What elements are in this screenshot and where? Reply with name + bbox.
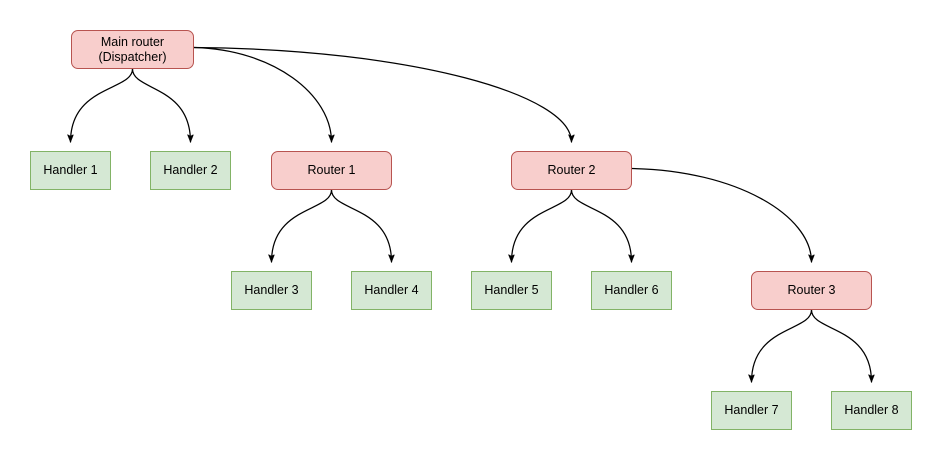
node-handler3[interactable]: Handler 3 [231,271,312,310]
node-handler4[interactable]: Handler 4 [351,271,432,310]
node-label-handler3: Handler 3 [244,283,299,297]
edge-router2-to-handler6 [570,189,632,263]
edge-main-to-router1 [193,46,332,143]
node-router2[interactable]: Router 2 [511,151,632,190]
edge-main-to-router2 [193,46,572,143]
node-handler2[interactable]: Handler 2 [150,151,231,190]
edge-router1-to-handler3 [272,189,333,263]
edge-router2-to-router3 [631,167,812,263]
node-handler5[interactable]: Handler 5 [471,271,552,310]
node-main[interactable]: Main router (Dispatcher) [71,30,194,69]
node-label-handler1: Handler 1 [43,163,98,177]
edge-group [71,46,872,383]
edge-router1-to-handler4 [330,189,392,263]
node-handler8[interactable]: Handler 8 [831,391,912,430]
edge-router3-to-handler7 [752,309,813,383]
node-label-handler2: Handler 2 [163,163,218,177]
node-label-main: Main router (Dispatcher) [98,34,167,64]
node-label-handler6: Handler 6 [604,283,659,297]
node-label-router1: Router 1 [307,163,356,177]
edge-router3-to-handler8 [810,309,872,383]
edge-main-to-handler2 [131,68,191,143]
edge-main-to-handler1 [71,68,134,143]
node-label-handler7: Handler 7 [724,403,779,417]
node-router1[interactable]: Router 1 [271,151,392,190]
node-handler1[interactable]: Handler 1 [30,151,111,190]
node-handler6[interactable]: Handler 6 [591,271,672,310]
edge-router2-to-handler5 [512,189,573,263]
node-label-router2: Router 2 [547,163,596,177]
node-label-handler4: Handler 4 [364,283,419,297]
node-label-handler5: Handler 5 [484,283,539,297]
node-label-router3: Router 3 [787,283,836,297]
node-router3[interactable]: Router 3 [751,271,872,310]
node-label-handler8: Handler 8 [844,403,899,417]
node-handler7[interactable]: Handler 7 [711,391,792,430]
